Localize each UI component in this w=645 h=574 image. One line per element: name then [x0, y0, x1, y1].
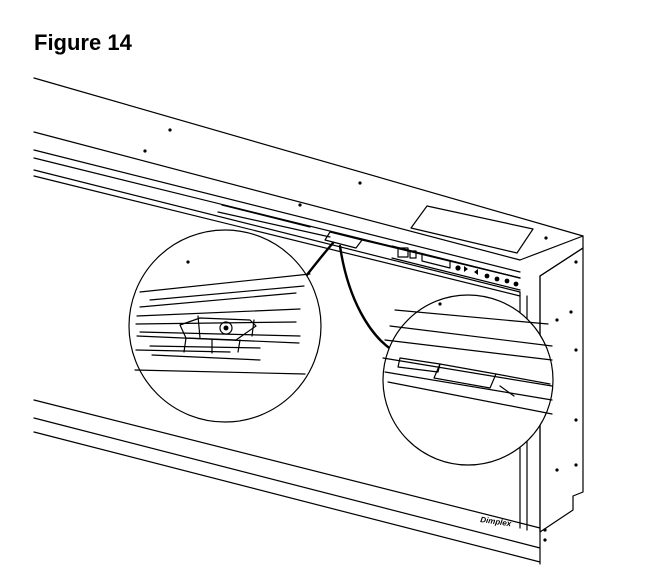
control-strip	[391, 245, 521, 291]
figure-title: Figure 14	[34, 30, 132, 55]
detail-callout-left	[128, 229, 322, 423]
dimplex-logo: Dimplex	[480, 515, 513, 528]
top-access-panel	[410, 205, 534, 254]
unit-top-surface	[33, 77, 584, 279]
detail-callout-right	[382, 294, 554, 466]
